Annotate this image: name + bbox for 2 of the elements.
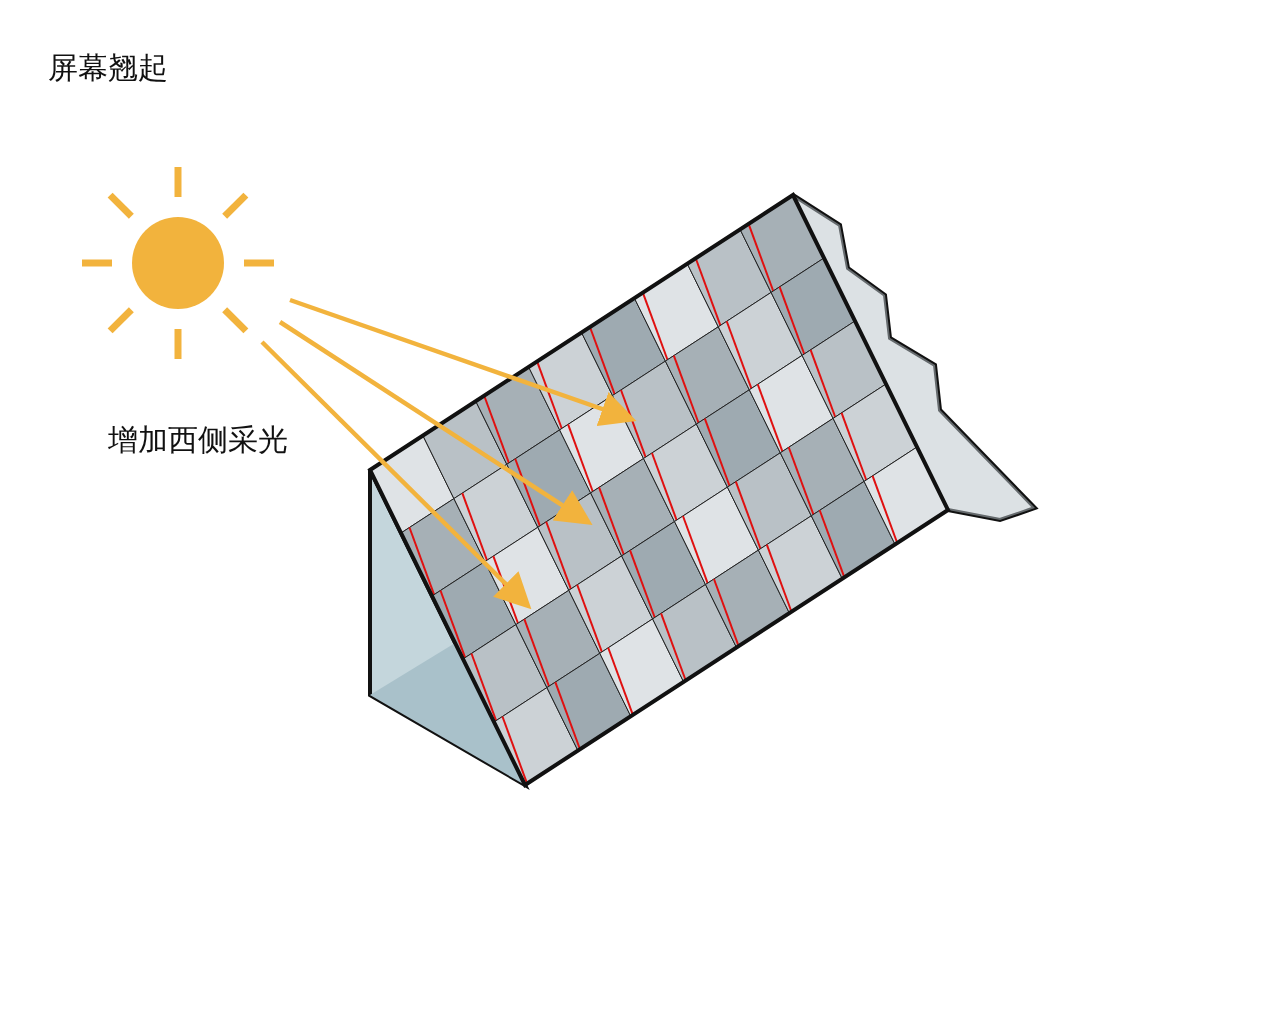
annotation-text: 增加西侧采光 [108, 421, 288, 459]
diagram-title: 屏幕翘起 [48, 49, 168, 87]
